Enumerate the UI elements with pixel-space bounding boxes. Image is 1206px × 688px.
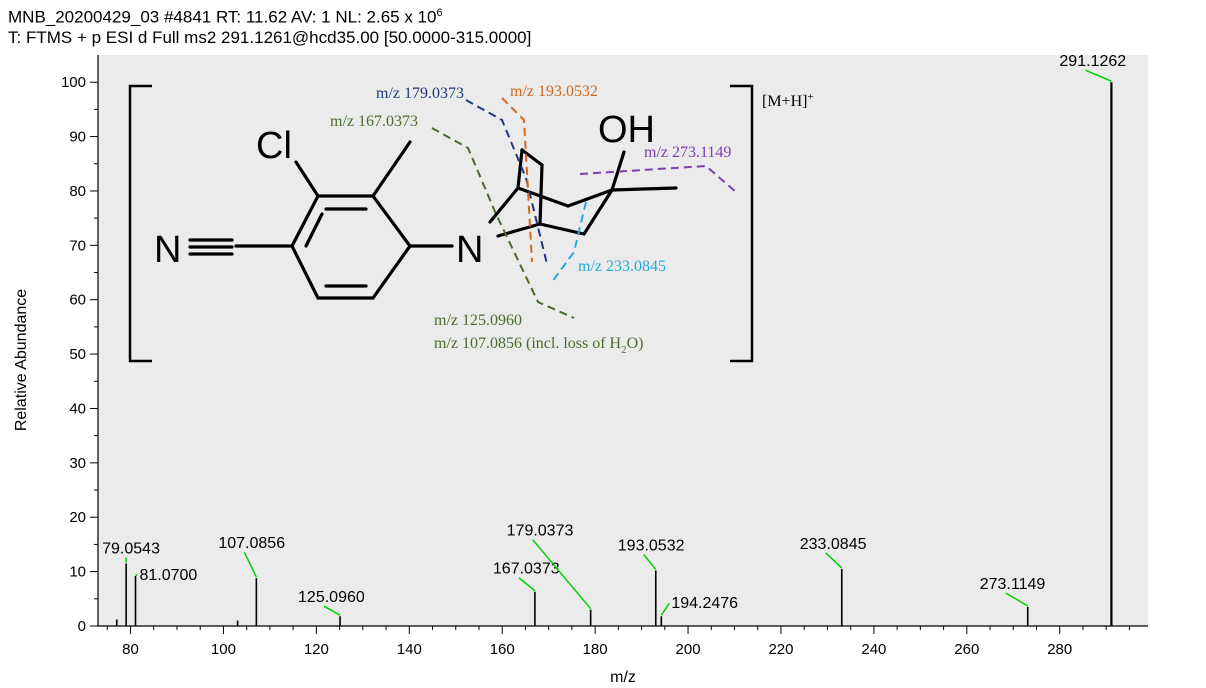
benzene-ring [188,140,454,300]
atom-cl: Cl [256,125,292,167]
cleavage-193 [501,97,533,263]
y-tick-label: 100 [61,74,86,91]
x-tick-label: 200 [676,641,701,658]
x-tick-label: 240 [861,641,886,658]
y-tick-label: 20 [69,509,86,526]
peak-label-leader [518,577,536,592]
peak-label-leader [1085,69,1112,82]
peak-label: 233.0845 [800,536,867,553]
x-tick-label: 140 [397,641,422,658]
peak-label: 79.0543 [102,540,160,557]
atom-ring-n: N [456,229,483,271]
header-line-2: T: FTMS + p ESI d Full ms2 291.1261@hcd3… [8,27,532,47]
y-tick-label: 50 [69,346,86,363]
x-tick-label: 220 [768,641,793,658]
right-bracket [730,84,754,363]
peak-label-leader [323,605,341,616]
peak-label-leader [643,554,657,570]
chemical-structure: [M+H]+ Cl N N OH [128,83,814,363]
fragment-label-273: m/z 273.1149 [644,144,731,161]
fragment-label-107: m/z 107.0856 (incl. loss of H2O) [434,335,643,356]
bracket-charge-label: [M+H]+ [762,91,814,110]
left-bracket [128,84,152,363]
cleavage-273 [579,164,737,193]
x-tick-label: 180 [583,641,608,658]
x-tick-label: 160 [490,641,515,658]
y-tick-label: 80 [69,183,86,200]
y-tick-label: 10 [69,564,86,581]
plot-background [98,55,1148,626]
y-tick-label: 30 [69,455,86,472]
fragment-label-179: m/z 179.0373 [376,85,464,102]
peak-label: 273.1149 [980,576,1046,593]
peak-label: 125.0960 [298,589,365,606]
atom-nitrile-n: N [154,229,181,271]
peak-label-leader [825,552,843,569]
fragment-label-233: m/z 233.0845 [578,258,666,275]
x-tick-label: 80 [122,641,139,658]
x-axis-label: m/z [610,669,636,686]
y-tick-label: 60 [69,292,86,309]
y-tick-label: 0 [78,618,86,635]
y-tick-label: 40 [69,400,86,417]
y-tick-label: 90 [69,129,86,146]
peak-label-leader [660,602,670,616]
peak-label-leader [532,539,592,610]
x-tick-label: 260 [954,641,979,658]
y-axis-label: Relative Abundance [13,289,30,431]
axes: 0 10 20 30 40 50 60 70 80 90 100 80 100 120 140 160 180 2… [61,55,1148,658]
header-line-1-text: MNB_20200429_03 #4841 RT: 11.62 AV: 1 NL… [8,7,437,27]
fragment-label-193: m/z 193.0532 [510,83,598,100]
fragment-label-125: m/z 125.0960 [434,312,522,329]
peak-label-leader [1005,592,1029,607]
y-tick-label: 70 [69,237,86,254]
peak-label: 81.0700 [139,567,197,584]
peak-label: 194.2476 [671,595,738,612]
peak-label: 291.1262 [1059,53,1126,70]
peak-label: 167.0373 [493,561,560,578]
peaks [115,82,1113,626]
bicyclic-ring [488,148,678,238]
x-tick-label: 100 [211,641,236,658]
cleavage-179 [465,99,548,265]
peak-label: 193.0532 [618,538,685,555]
header-line-1: MNB_20200429_03 #4841 RT: 11.62 AV: 1 NL… [8,3,531,28]
peak-label: 107.0856 [218,535,285,552]
cleavage-233 [551,201,587,283]
fragment-label-167: m/z 167.0373 [330,113,418,130]
cleavage-167 [431,127,575,319]
x-tick-label: 280 [1047,641,1072,658]
peak-label-leader [243,551,258,578]
peak-label: 179.0373 [507,523,574,540]
header-line-1-exponent: 6 [436,7,443,19]
atom-oh: OH [598,109,655,151]
x-tick-label: 120 [304,641,329,658]
peak-labels: 79.0543 81.0700 107.0856 125.0960 167.0373 17… [102,53,1126,616]
spectrum-header: MNB_20200429_03 #4841 RT: 11.62 AV: 1 NL… [8,3,531,48]
